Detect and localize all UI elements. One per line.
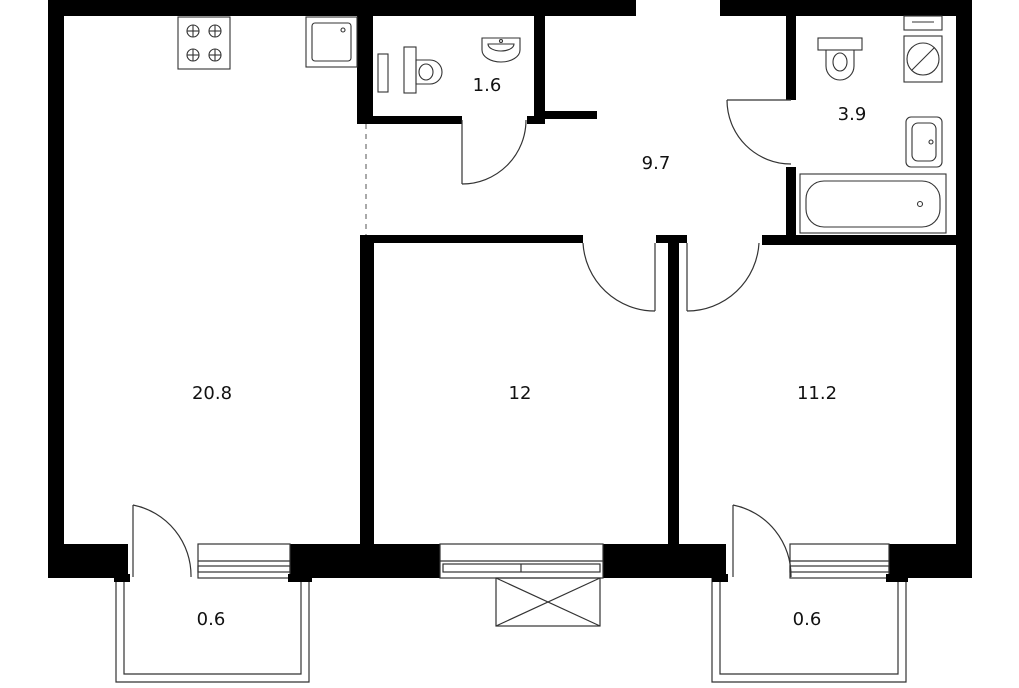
bedroom1-door bbox=[582, 242, 656, 312]
wall-bedroom1-top bbox=[360, 235, 583, 243]
window-bedroom2 bbox=[789, 543, 890, 579]
wc-area-label: 1.6 bbox=[473, 75, 502, 96]
walls bbox=[48, 0, 972, 578]
wall-bedroom2-top bbox=[762, 235, 972, 245]
hall-area-label: 9.7 bbox=[642, 153, 671, 174]
bedroom-1-area-label: 12 bbox=[509, 383, 532, 404]
wall-living-bedroom1 bbox=[360, 235, 374, 545]
wall-top-left bbox=[48, 0, 636, 16]
doors bbox=[132, 99, 792, 578]
bathroom-toilet-icon bbox=[817, 37, 863, 81]
balcony-right bbox=[711, 574, 908, 683]
wall-bottom-2 bbox=[290, 544, 440, 578]
wall-bottom-4 bbox=[889, 544, 972, 578]
wall-wc-bottom-a bbox=[357, 116, 462, 124]
balcony-right-door bbox=[732, 504, 792, 578]
wall-top-right bbox=[720, 0, 972, 16]
wc-door bbox=[461, 119, 527, 185]
wall-wc-left bbox=[357, 0, 373, 123]
wall-wc-right bbox=[534, 0, 545, 124]
bathroom-door bbox=[726, 99, 792, 165]
wall-right bbox=[956, 0, 972, 578]
washing-machine-icon bbox=[903, 15, 943, 83]
balcony-left bbox=[114, 574, 312, 683]
fixtures bbox=[177, 15, 947, 234]
stove-icon bbox=[177, 16, 231, 70]
toilet-icon bbox=[403, 46, 443, 94]
bathtub-icon bbox=[799, 173, 947, 234]
bathroom-sink-icon bbox=[905, 116, 943, 168]
windows bbox=[197, 543, 890, 579]
window-bedroom1 bbox=[439, 543, 604, 579]
balconies bbox=[114, 574, 908, 683]
window-living bbox=[197, 543, 291, 579]
kitchen-sink-icon bbox=[305, 16, 358, 68]
ac-unit-box bbox=[495, 577, 601, 627]
living-kitchen-area-label: 20.8 bbox=[192, 383, 232, 404]
wall-hall-stub bbox=[534, 111, 597, 119]
wall-bedroom-divider bbox=[668, 235, 679, 545]
riser-icon bbox=[377, 53, 389, 93]
wall-bath-left-top bbox=[786, 0, 796, 100]
wc-sink-icon bbox=[481, 37, 521, 63]
wall-bottom-1 bbox=[48, 544, 128, 578]
balcony-right-area-label: 0.6 bbox=[793, 609, 822, 630]
wall-left bbox=[48, 0, 64, 578]
balcony-left-door bbox=[132, 504, 192, 578]
balcony-left-area-label: 0.6 bbox=[197, 609, 226, 630]
bedroom2-door bbox=[686, 242, 760, 312]
wall-bath-left-bottom bbox=[786, 167, 796, 244]
bathroom-area-label: 3.9 bbox=[838, 104, 867, 125]
wall-bottom-3 bbox=[603, 544, 726, 578]
bedroom-2-area-label: 11.2 bbox=[797, 383, 837, 404]
